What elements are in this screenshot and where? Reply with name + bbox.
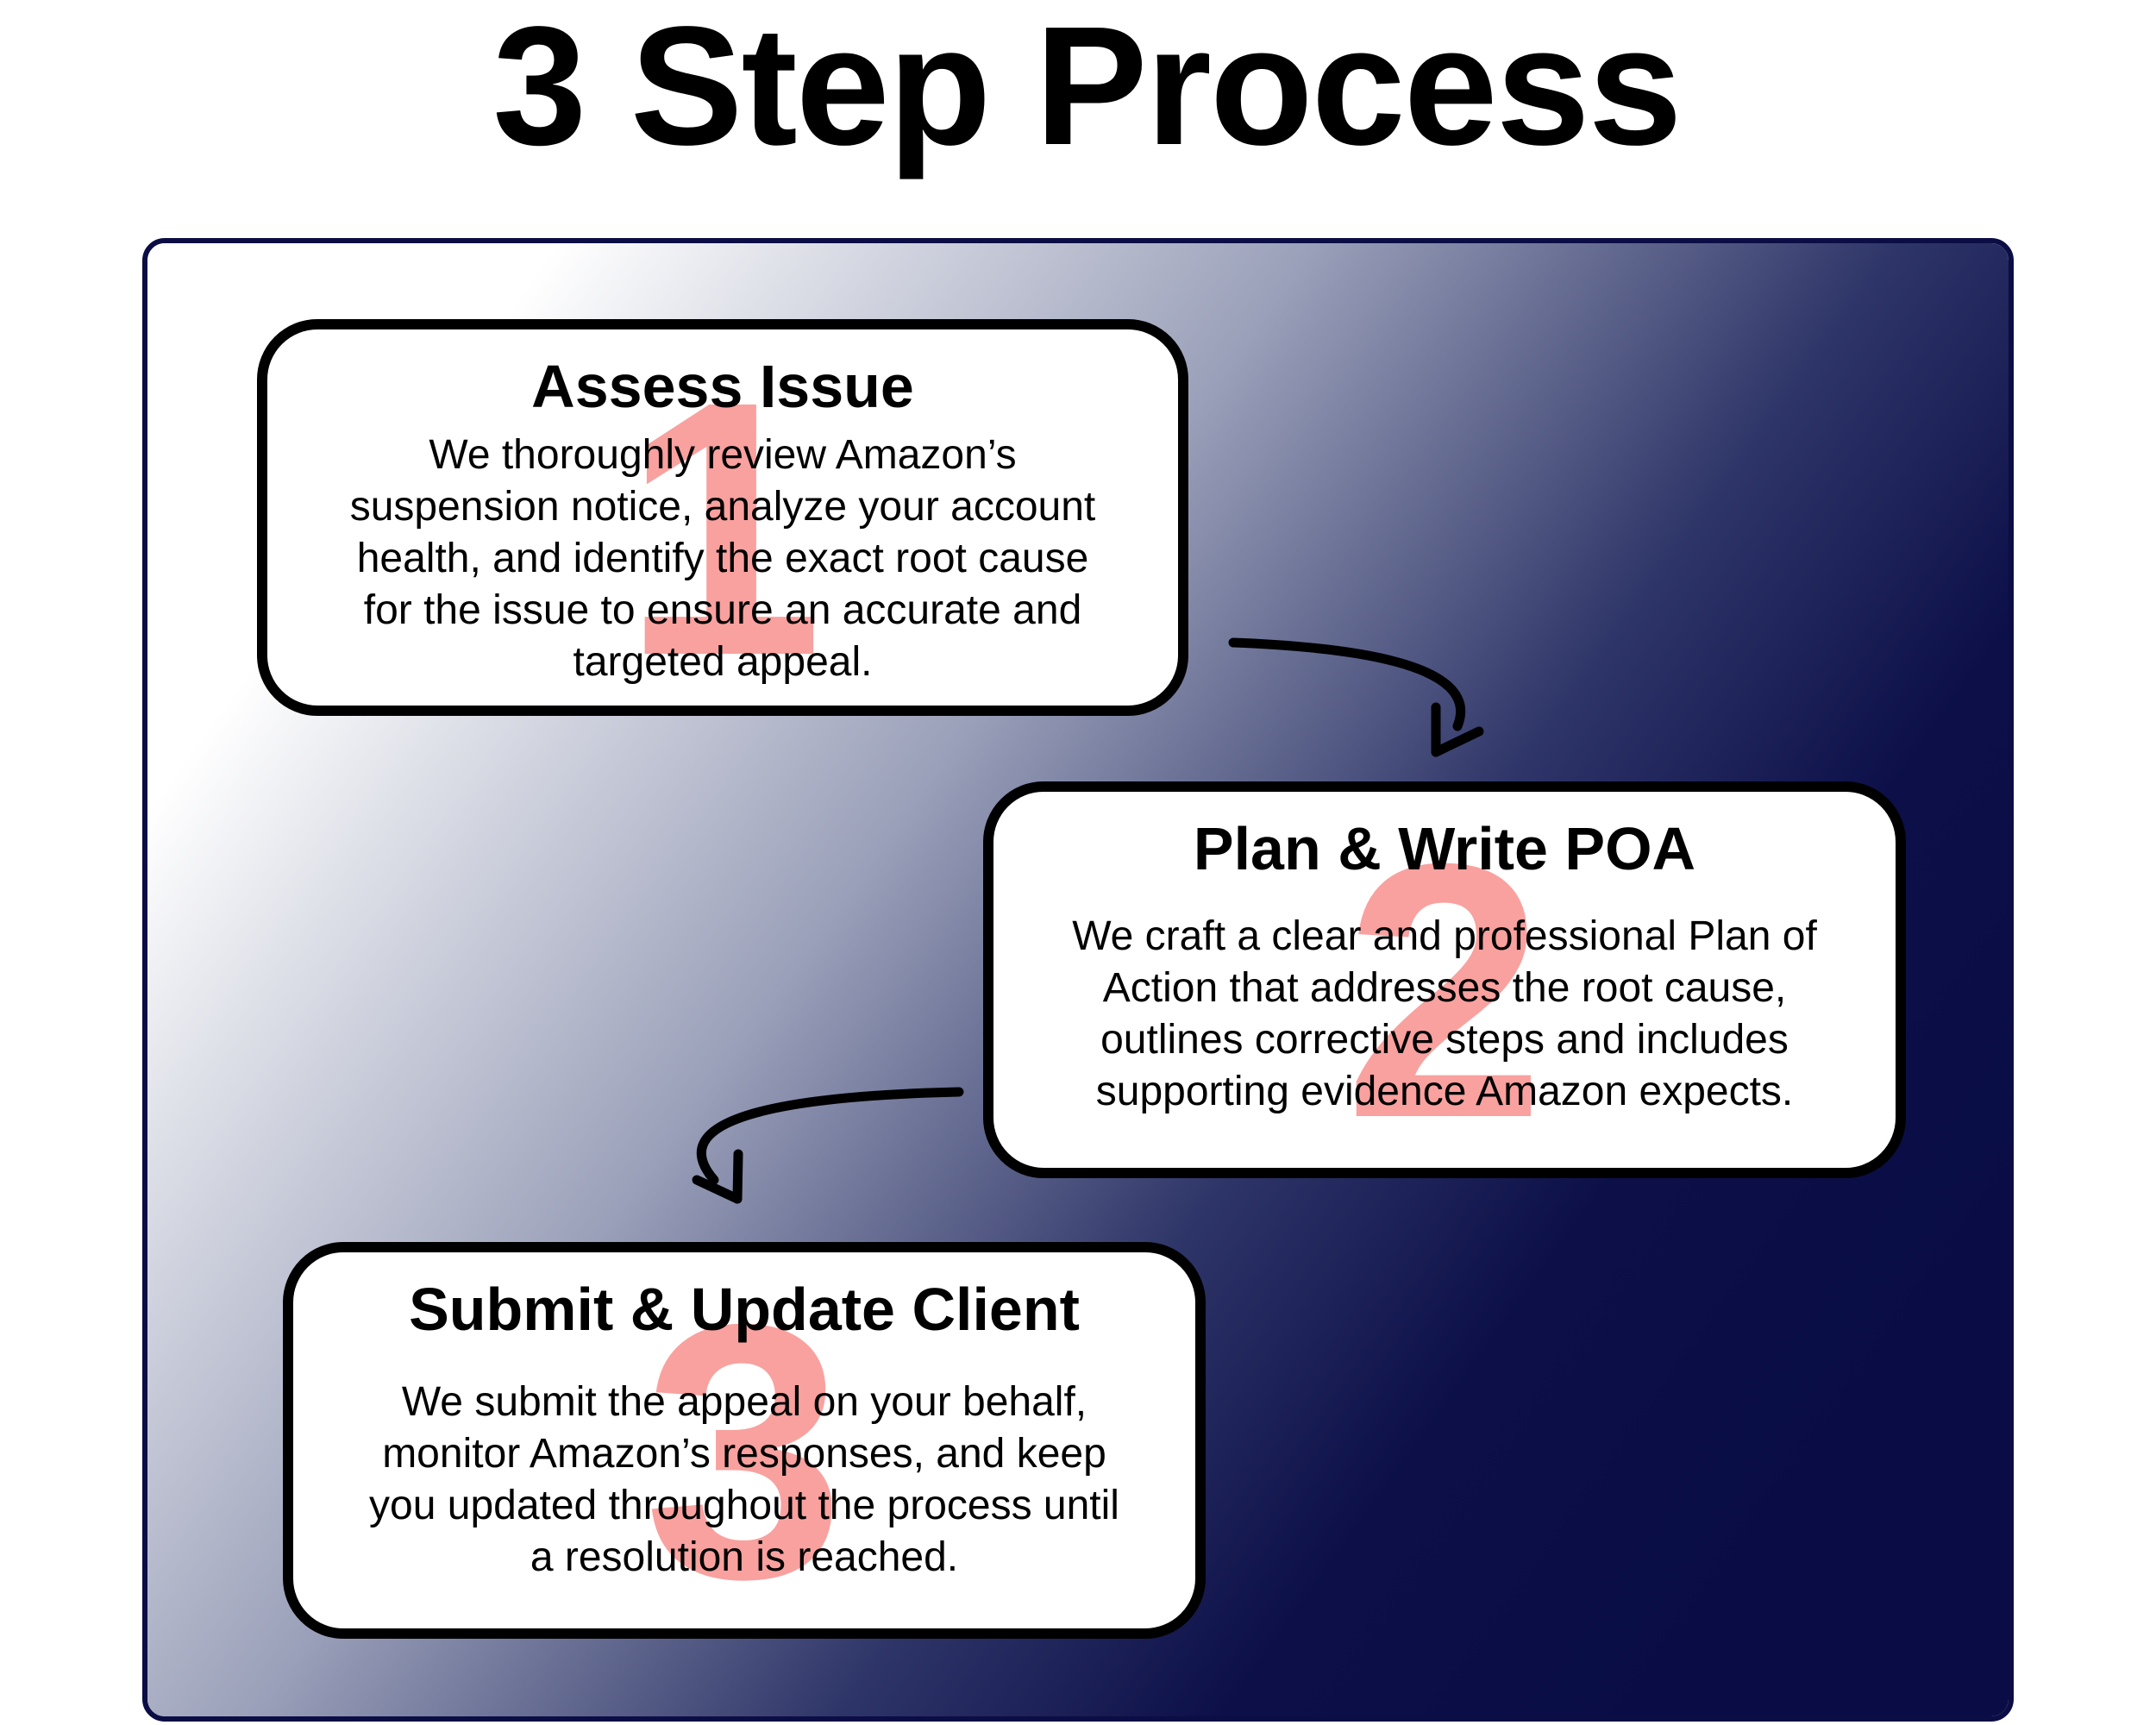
step-card-plan-write-poa: 2 Plan & Write POA We craft a clear and … xyxy=(983,781,1906,1178)
description-line: Action that addresses the root cause, xyxy=(1102,965,1787,1011)
step-card-submit-update-client: 3 Submit & Update Client We submit the a… xyxy=(283,1242,1206,1639)
step-description: We craft a clear and professional Plan o… xyxy=(993,911,1896,1118)
description-line: targeted appeal. xyxy=(573,639,873,685)
description-line: for the issue to ensure an accurate and xyxy=(363,587,1082,633)
step-description: We thoroughly review Amazon’s suspension… xyxy=(267,430,1178,688)
description-line: supporting evidence Amazon expects. xyxy=(1095,1069,1794,1114)
description-line: outlines corrective steps and includes xyxy=(1100,1017,1789,1063)
step-title: Submit & Update Client xyxy=(409,1276,1080,1343)
step-number-1: 1 xyxy=(622,327,824,716)
step-card-assess-issue: 1 Assess Issue We thoroughly review Amaz… xyxy=(257,319,1188,716)
description-line: suspension notice, analyze your account xyxy=(349,484,1096,530)
description-line: We submit the appeal on your behalf, xyxy=(401,1379,1087,1425)
step-title: Assess Issue xyxy=(531,353,914,420)
description-line: health, and identify the exact root caus… xyxy=(356,536,1089,581)
description-line: you updated throughout the process until xyxy=(369,1483,1119,1528)
step-number-3: 3 xyxy=(643,1250,845,1639)
curved-arrow-down-left-icon xyxy=(692,1087,964,1204)
curved-arrow-down-right-icon xyxy=(1228,637,1484,757)
page-title: 3 Step Process xyxy=(492,0,1682,180)
description-line: We craft a clear and professional Plan o… xyxy=(1072,913,1817,959)
step-number-2: 2 xyxy=(1344,789,1545,1178)
description-line: a resolution is reached. xyxy=(530,1534,959,1580)
step-title: Plan & Write POA xyxy=(1193,815,1696,882)
description-line: monitor Amazon’s responses, and keep xyxy=(382,1431,1106,1477)
description-line: We thoroughly review Amazon’s xyxy=(429,432,1017,478)
step-description: We submit the appeal on your behalf, mon… xyxy=(293,1377,1195,1584)
